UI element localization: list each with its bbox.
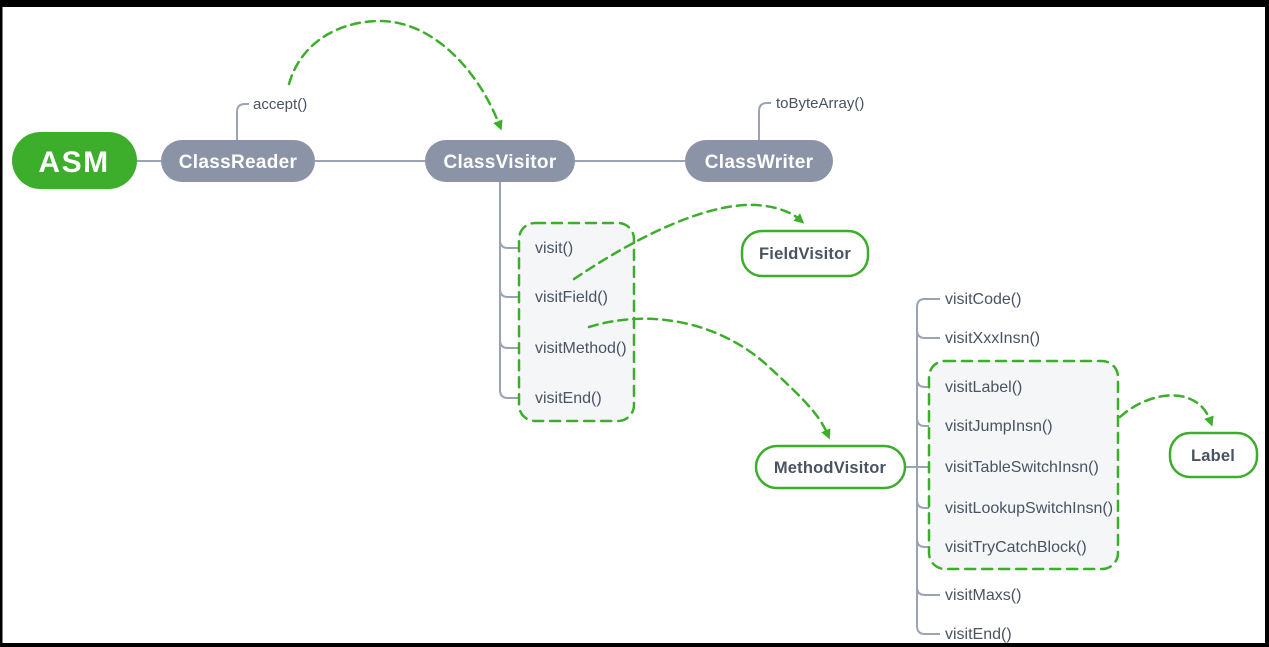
arrow-accept-to-classvisitor [287,19,503,131]
arrow-group-to-label [1118,394,1214,427]
label-pill[interactable] [1168,431,1259,479]
branch-visittrycatchblock [916,538,940,548]
method-visittrycatchblock[interactable]: visitTryCatchBlock() [945,539,1087,556]
method-visit[interactable]: visit() [535,240,573,257]
label-label: Label [1191,447,1235,465]
connector-tobytearray-annotation [758,102,771,140]
frame-bottom-edge [0,643,1269,647]
classreader-label: ClassReader [179,152,298,173]
method-visitlabel[interactable]: visitLabel() [945,379,1022,396]
annotation-tobytearray: toByteArray() [776,95,864,112]
asm-pill[interactable] [12,132,137,189]
fieldvisitor-label: FieldVisitor [759,245,851,263]
methodvisitor-methods-group-box [927,359,1120,571]
branch-visitxxxinsn [916,329,940,339]
branch-visitmethod [499,339,531,349]
node-asm[interactable]: ASM [12,132,137,189]
classvisitor-label: ClassVisitor [443,152,556,173]
method-visitjumpinsn[interactable]: visitJumpInsn() [945,418,1053,435]
arrow-visitmethod-to-methodvisitor [587,317,831,440]
classwriter-label: ClassWriter [705,152,814,173]
classvisitor-methods-group-box [517,221,636,423]
method-visitxxxinsn[interactable]: visitXxxInsn() [945,330,1040,347]
branch-visitjumpinsn [916,417,940,427]
branch-visitlabel [916,378,940,388]
node-classwriter[interactable]: ClassWriter [685,140,833,182]
node-classvisitor[interactable]: ClassVisitor [425,140,575,182]
branch-visitfield [499,288,531,298]
classvisitor-pill[interactable] [425,140,575,182]
methodvisitor-trunk-line [916,298,940,635]
node-fieldvisitor[interactable]: FieldVisitor [740,229,870,278]
frame-top-edge [0,0,1269,7]
methodvisitor-label: MethodVisitor [774,459,887,477]
method-visitmaxs[interactable]: visitMaxs() [945,587,1021,604]
branch-visitmaxs [916,586,940,596]
branch-visitend [499,389,531,399]
node-classreader[interactable]: ClassReader [161,140,315,182]
branch-visitlookupswitchinsn [916,499,940,509]
methodvisitor-pill[interactable] [754,444,907,490]
asm-label: ASM [38,146,109,179]
method-visitend2[interactable]: visitEnd() [945,626,1012,643]
connector-accept-annotation [236,103,249,140]
fieldvisitor-pill[interactable] [740,229,870,278]
method-visitlookupswitchinsn[interactable]: visitLookupSwitchInsn() [945,500,1113,517]
method-visitcode[interactable]: visitCode() [945,291,1021,308]
branch-visit [499,239,531,249]
frame-right-edge [1265,0,1269,647]
classreader-pill[interactable] [161,140,315,182]
method-visittableswitchinsn[interactable]: visitTableSwitchInsn() [945,459,1099,476]
arrow-visitfield-to-fieldvisitor [572,203,805,281]
method-visitfield[interactable]: visitField() [535,289,608,306]
frame-left-edge [0,0,3,647]
node-label[interactable]: Label [1168,431,1259,479]
method-visitmethod[interactable]: visitMethod() [535,340,627,357]
annotation-accept: accept() [253,96,307,113]
node-methodvisitor[interactable]: MethodVisitor [754,444,907,490]
method-visitend[interactable]: visitEnd() [535,390,602,407]
classwriter-pill[interactable] [685,140,833,182]
